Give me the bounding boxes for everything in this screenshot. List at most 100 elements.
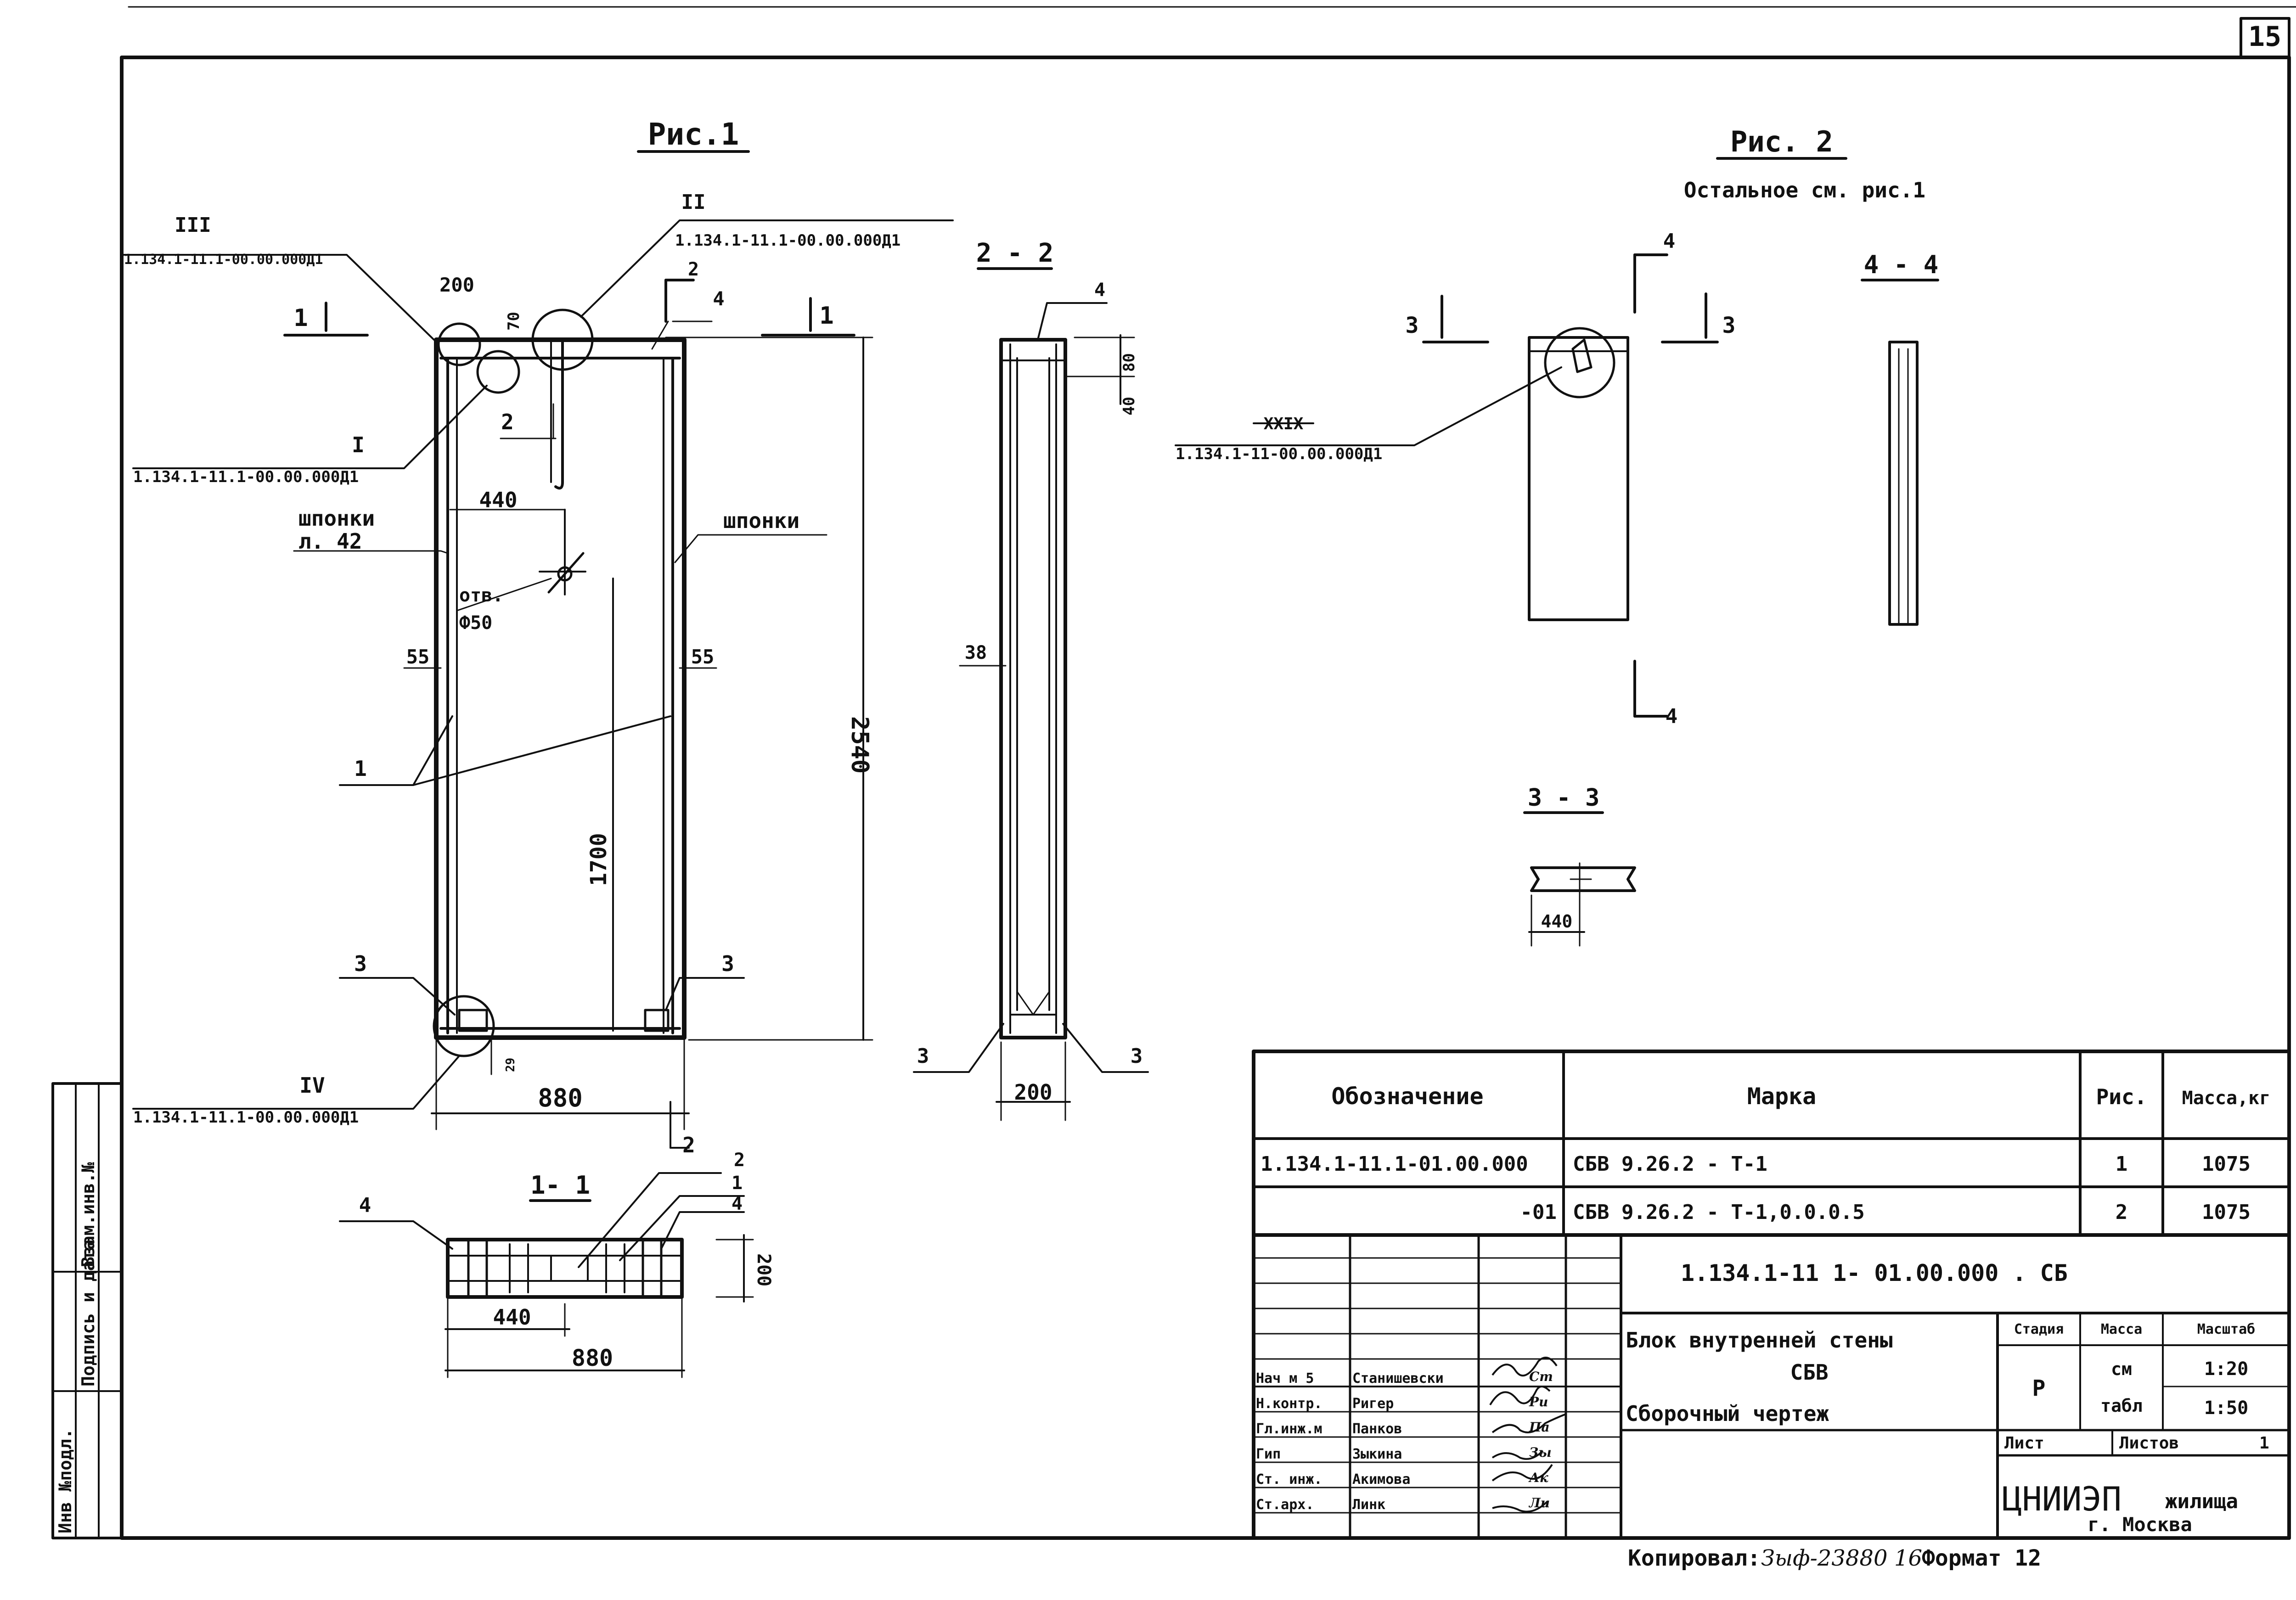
fig1-shponki-right: шпонки <box>723 508 799 533</box>
fig1-dim-55-left: 55 <box>406 646 430 668</box>
title-name-line2: СБВ <box>1790 1360 1828 1385</box>
section-2-2-pos-3b: 3 <box>1131 1044 1143 1068</box>
title-name-line1: Блок внутренней стены <box>1626 1328 1893 1353</box>
title-stadia-label: Стадия <box>2014 1321 2064 1337</box>
spec-row2-designation: -01 <box>1520 1201 1557 1224</box>
side-stamp-frame <box>51 1082 123 1539</box>
fig1-pos-3b: 3 <box>721 951 734 976</box>
fig1-shponki-left: шпонки <box>298 506 375 531</box>
section-1-1-pos-2: 2 <box>734 1150 745 1171</box>
staff-sign-4: Ак <box>1528 1470 1549 1485</box>
spec-row2-mass: 1075 <box>2202 1201 2251 1224</box>
staff-sign-5: Ли <box>1528 1495 1550 1510</box>
staff-name-1: Ригер <box>1352 1396 1394 1412</box>
fig1-title: Рис.1 <box>648 117 739 152</box>
page-number: 15 <box>2248 21 2281 53</box>
title-org-city: г. Москва <box>2088 1513 2192 1536</box>
section-1-1-dim-440: 440 <box>493 1305 531 1330</box>
section-2-2-dim-80: 80 <box>1120 353 1138 372</box>
section-2-2-dim-40: 40 <box>1120 397 1138 415</box>
section-2-2-pos-3a: 3 <box>917 1044 929 1068</box>
stamp-podpis-data: Подпись и дата <box>78 1240 98 1387</box>
fig1-node-II-num: II <box>681 191 706 214</box>
staff-name-2: Панков <box>1352 1421 1402 1437</box>
fig1-cut-2b: 2 <box>682 1133 695 1157</box>
spec-header-fig: Рис. <box>2096 1084 2147 1109</box>
node-II-circle <box>531 309 594 371</box>
spec-row2-mark: СБВ 9.26.2 - Т-1,0.0.0.5 <box>1573 1201 1865 1224</box>
fig2-cut-4a: 4 <box>1663 230 1676 253</box>
section-4-4-outline <box>1888 341 1919 626</box>
fig1-pos-3a: 3 <box>354 951 367 976</box>
fig1-node-III-num: III <box>174 213 211 237</box>
fig1-block-outline <box>434 337 687 1040</box>
title-org-2: жилища <box>2165 1490 2238 1513</box>
section-1-1-pos-1: 1 <box>732 1173 743 1194</box>
fig2-subtitle: Остальное см. рис.1 <box>1684 178 1925 202</box>
bottom-kopiroval-value: Зыф-23880 <box>1761 1545 1887 1571</box>
title-massa-label: Масса <box>2101 1321 2142 1337</box>
fig2-cut-3a: 3 <box>1406 313 1419 338</box>
fig1-dim-200: 200 <box>439 274 474 296</box>
title-scale-2: 1:50 <box>2204 1398 2248 1419</box>
staff-name-4: Акимова <box>1352 1471 1410 1488</box>
staff-name-5: Линк <box>1352 1497 1385 1513</box>
staff-sign-0: Ст <box>1529 1369 1553 1384</box>
staff-sign-3: Зы <box>1529 1445 1552 1460</box>
section-2-2-title: 2 - 2 <box>976 238 1054 268</box>
fig1-dim-55-right: 55 <box>691 646 715 668</box>
fig2-node-XXIX-num: XXIX <box>1264 415 1304 433</box>
section-1-1-title: 1- 1 <box>530 1171 590 1200</box>
fig2-cut-3b: 3 <box>1722 313 1736 338</box>
spec-row1-fig: 1 <box>2116 1152 2128 1176</box>
section-3-3-title: 3 - 3 <box>1528 784 1600 812</box>
fig1-dim-440: 440 <box>479 488 517 512</box>
title-masshtab-label: Масштаб <box>2197 1321 2255 1337</box>
fig1-node-IV-num: IV <box>299 1073 325 1098</box>
fig1-dim-880: 880 <box>538 1084 583 1112</box>
section-2-2-dim-38: 38 <box>965 642 987 663</box>
section-1-1-outline <box>446 1238 684 1299</box>
signature-scribbles <box>1489 1357 1566 1513</box>
fig2-cut-4b: 4 <box>1666 705 1678 728</box>
fig1-cut-2a: 2 <box>688 259 699 280</box>
title-listov-label: Листов <box>2119 1434 2179 1453</box>
section-2-2-outline <box>999 338 1067 1039</box>
fig1-node-IV-ref: 1.134.1-11.1-00.00.000Д1 <box>133 1108 359 1127</box>
title-block-frame <box>1252 1050 2291 1540</box>
staff-sign-2: Па <box>1529 1420 1550 1435</box>
fig1-node-II-ref: 1.134.1-11.1-00.00.000Д1 <box>675 231 900 250</box>
title-stadia-value: Р <box>2032 1375 2046 1401</box>
title-doc-code: 1.134.1-11 1- 01.00.000 . СБ <box>1681 1260 2068 1286</box>
fig1-pos-2: 2 <box>501 410 514 434</box>
fig2-node-XXIX-ref: 1.134.1-11-00.00.000Д1 <box>1176 445 1382 463</box>
fig1-shponki-sheet: л. 42 <box>298 529 362 554</box>
spec-header-mass: Масса,кг <box>2182 1088 2271 1109</box>
title-scale-1: 1:20 <box>2204 1359 2248 1380</box>
node-III-circle <box>437 322 481 366</box>
title-massa-value-1: см <box>2111 1359 2132 1379</box>
section-2-2-pos-4: 4 <box>1094 280 1105 301</box>
title-listov-value: 1 <box>2259 1434 2269 1453</box>
fig1-dim-1700: 1700 <box>586 833 612 886</box>
sheet-frame <box>120 56 2291 1540</box>
bottom-sheet-no: 16 <box>1894 1545 1922 1571</box>
spec-row1-mass: 1075 <box>2202 1152 2251 1176</box>
fig1-pos-4: 4 <box>713 287 724 310</box>
fig1-node-I-num: I <box>352 432 365 457</box>
staff-sign-1: Ри <box>1529 1394 1548 1409</box>
section-2-2-dim-200: 200 <box>1014 1080 1052 1105</box>
bottom-kopiroval-label: Копировал: <box>1628 1545 1761 1571</box>
fig1-dim-70: 70 <box>505 312 523 331</box>
staff-name-0: Станишевски <box>1352 1370 1444 1387</box>
fig2-title: Рис. 2 <box>1730 125 1833 158</box>
title-name-line3: Сборочный чертеж <box>1626 1401 1829 1426</box>
stamp-vzam-inv: Взам.инв.№ <box>78 1162 98 1267</box>
staff-role-0: Нач м 5 <box>1256 1370 1314 1387</box>
staff-role-1: Н.контр. <box>1256 1396 1322 1412</box>
spec-row2-fig: 2 <box>2116 1201 2128 1224</box>
fig2-block-outline <box>1528 336 1629 621</box>
section-3-3-dim-440: 440 <box>1541 911 1573 932</box>
